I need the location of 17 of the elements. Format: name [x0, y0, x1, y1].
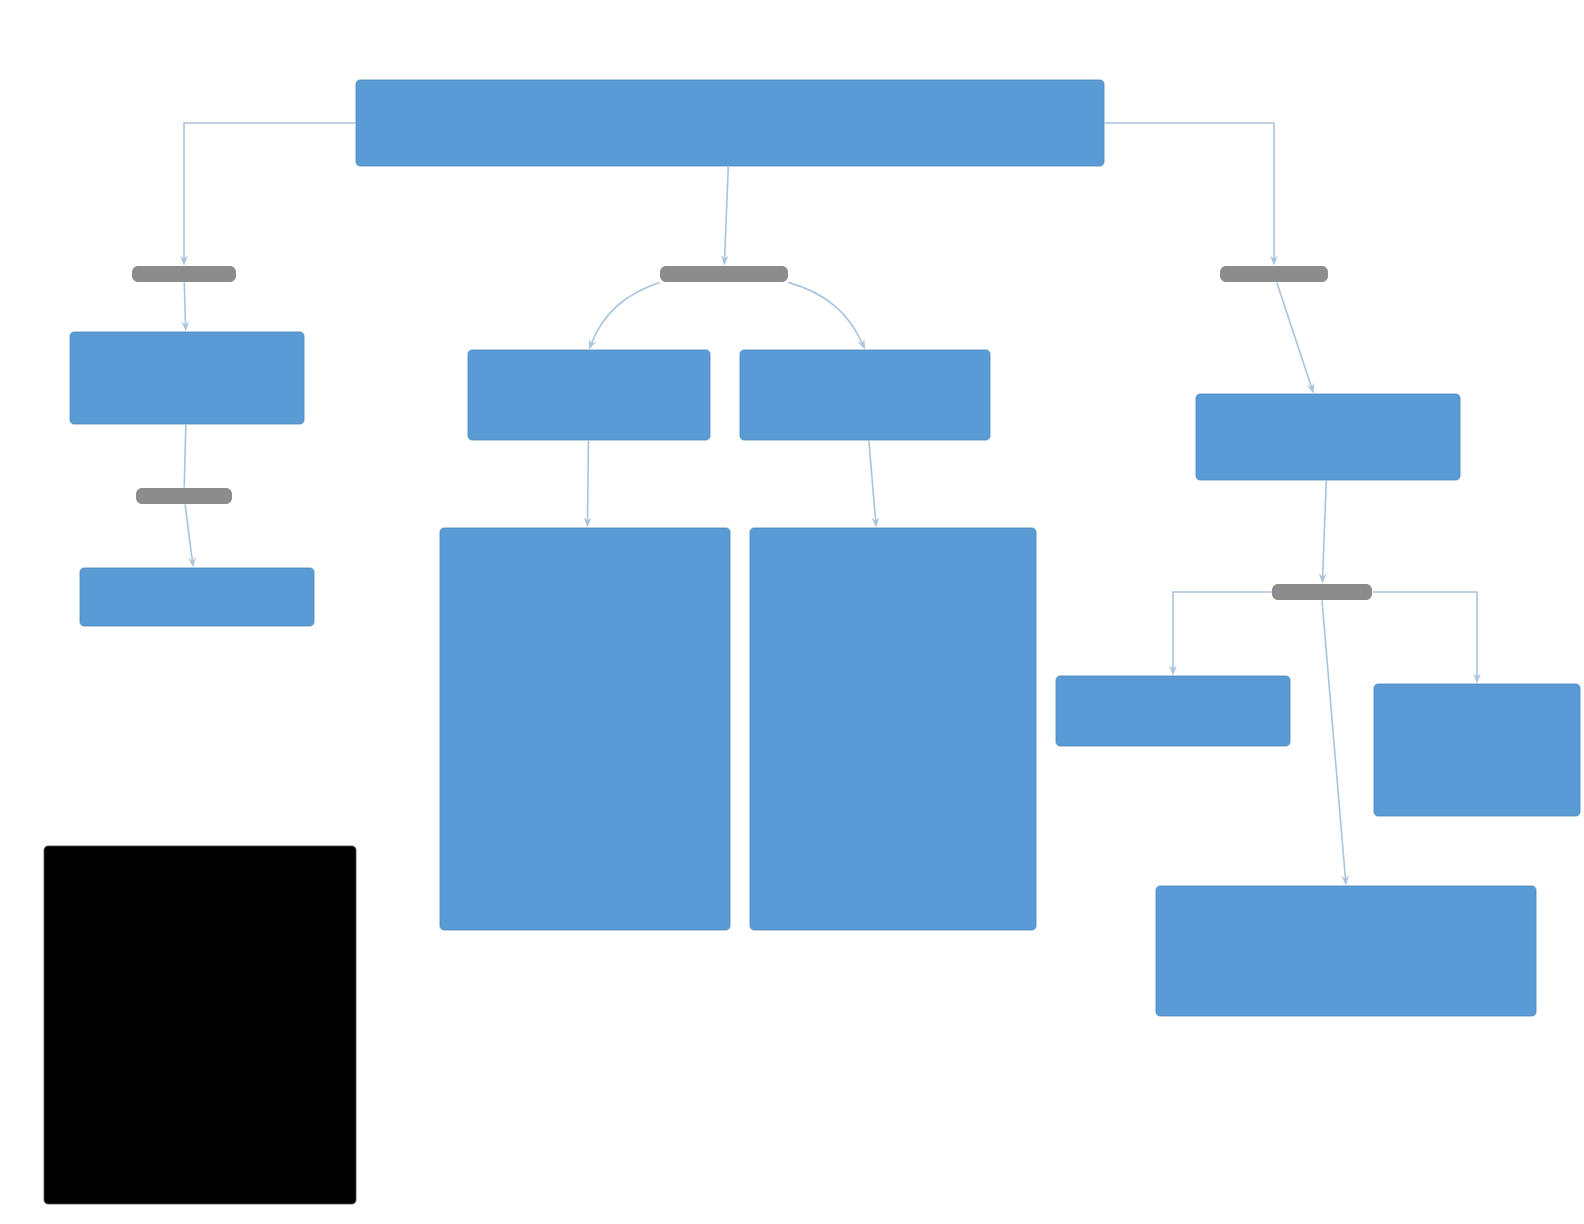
process-box	[739, 349, 991, 441]
process-box	[439, 527, 731, 931]
blurred-text	[1272, 584, 1372, 600]
legend-panel	[43, 845, 357, 1205]
process-box	[355, 79, 1105, 167]
process-box	[749, 527, 1037, 931]
blurred-text	[136, 488, 232, 504]
blurred-text	[132, 266, 236, 282]
blurred-text	[1220, 266, 1328, 282]
process-box	[1373, 683, 1581, 817]
blurred-text	[660, 266, 788, 282]
process-box	[69, 331, 305, 425]
process-box	[1195, 393, 1461, 481]
process-box	[1055, 675, 1291, 747]
process-box	[1155, 885, 1537, 1017]
process-box	[79, 567, 315, 627]
process-box	[467, 349, 711, 441]
